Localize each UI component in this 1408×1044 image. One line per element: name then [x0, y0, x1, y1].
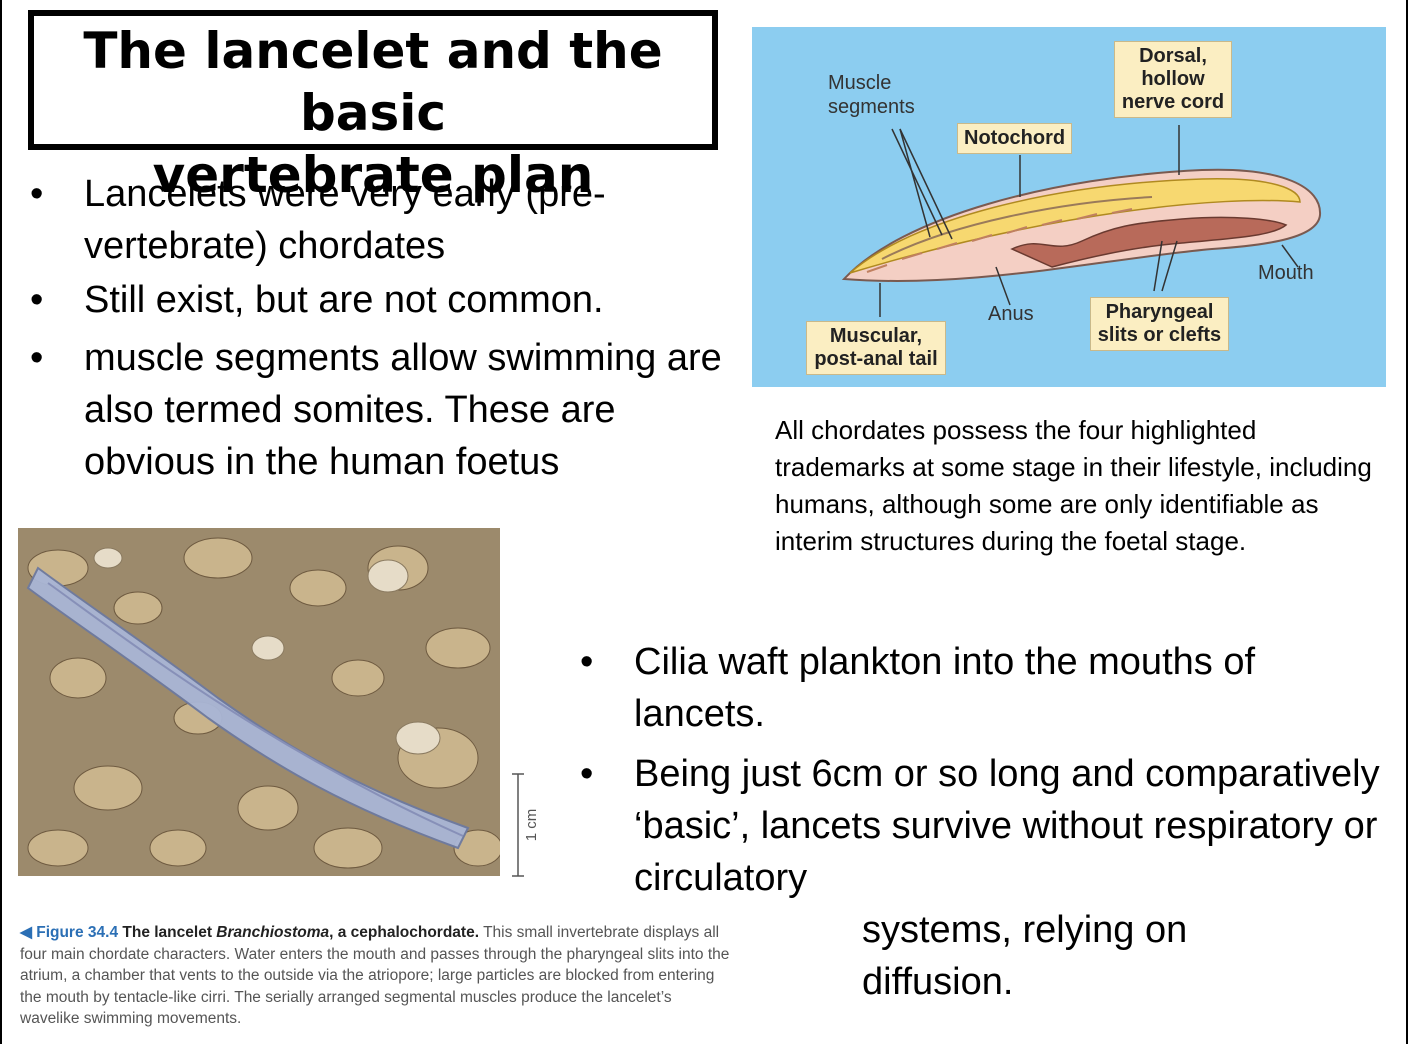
scale-bar: 1 cm — [512, 773, 540, 877]
bullet-text: Cilia waft plankton into the mouths of l… — [634, 641, 1256, 735]
bullet-dot: • — [580, 641, 594, 683]
label-anus: Anus — [988, 303, 1034, 325]
page-frame-right — [1406, 0, 1408, 1044]
bullet-text: Being just 6cm or so long and comparativ… — [634, 753, 1380, 899]
label-muscle-segments: Muscle segments — [828, 72, 915, 118]
figure-caption-body: This small invertebrate displays all fou… — [20, 924, 730, 1027]
figure-title: The lancelet Branchiostoma, a cephalocho… — [122, 924, 479, 941]
scale-label: 1 cm — [523, 809, 540, 842]
bullet-text: Still exist, but are not common. — [84, 279, 604, 321]
bullet-item: • Being just 6cm or so long and comparat… — [580, 748, 1394, 904]
figure-title-post: , a cephalochordate. — [329, 924, 480, 941]
chordate-diagram: Muscle segments Dorsal, hollow nerve cor… — [752, 27, 1386, 387]
slide-title: The lancelet and the basic vertebrate pl… — [28, 10, 718, 204]
bullet-text: muscle segments allow swimming are also … — [84, 337, 722, 483]
label-muscular-tail: Muscular, post-anal tail — [806, 321, 946, 375]
slide-title-line-1: The lancelet and the basic — [83, 22, 663, 142]
lancelet-body-illustration — [841, 125, 1322, 317]
bullet-item: • Still exist, but are not common. — [30, 274, 744, 326]
bullet-continuation-text: systems, relying on diffusion. — [862, 909, 1188, 1003]
bullet-item: • Cilia waft plankton into the mouths of… — [580, 636, 1394, 740]
lancelet-photo — [18, 528, 500, 876]
bullet-dot: • — [580, 753, 594, 795]
bullet-continuation: systems, relying on diffusion. — [634, 904, 1242, 1008]
label-pharyngeal-slits: Pharyngeal slits or clefts — [1090, 297, 1229, 351]
figure-title-italic: Branchiostoma — [216, 924, 330, 941]
label-notochord: Notochord — [957, 123, 1073, 154]
bullet-dot: • — [30, 279, 44, 321]
right-bullet-list: • Cilia waft plankton into the mouths of… — [580, 636, 1394, 1008]
figure-title-pre: The lancelet — [122, 924, 212, 941]
page-frame-left — [0, 0, 2, 1044]
left-bullet-list: • Lancelets were very early (pre-vertebr… — [30, 168, 744, 488]
label-mouth: Mouth — [1258, 262, 1314, 284]
bullet-dot: • — [30, 337, 44, 379]
figure-number: ◀ Figure 34.4 — [20, 924, 119, 941]
diagram-caption: All chordates possess the four highlight… — [775, 415, 1372, 556]
bullet-dot: • — [30, 173, 44, 215]
bullet-item: • muscle segments allow swimming are als… — [30, 332, 744, 488]
label-dorsal-nerve-cord: Dorsal, hollow nerve cord — [1114, 41, 1232, 118]
figure-caption: ◀ Figure 34.4 The lancelet Branchiostoma… — [20, 922, 730, 1030]
slide-title-line-2: vertebrate plan — [152, 146, 594, 204]
bullet-text: Lancelets were very early (pre-vertebrat… — [84, 173, 606, 267]
bullet-item: • Lancelets were very early (pre-vertebr… — [30, 168, 744, 272]
